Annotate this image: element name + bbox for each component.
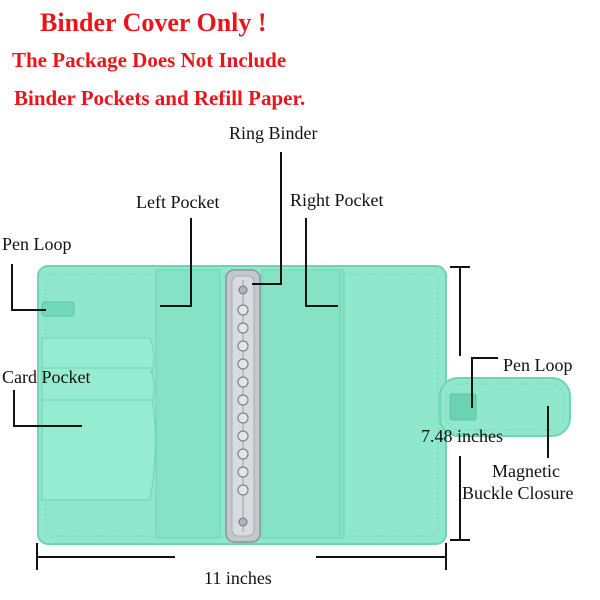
- callout-card-pocket: [13, 390, 82, 427]
- width-dimension: [36, 543, 447, 570]
- label-buckle-closure: Buckle Closure: [462, 483, 574, 503]
- label-card-pocket: Card Pocket: [2, 367, 91, 387]
- label-left-pocket: Left Pocket: [136, 192, 220, 212]
- callout-lines: [11, 152, 549, 458]
- label-ring-binder: Ring Binder: [229, 123, 318, 143]
- height-dimension: [450, 266, 470, 541]
- label-magnetic: Magnetic: [492, 461, 560, 481]
- pen-loop-left-strap: [41, 301, 75, 317]
- callout-pen-loop-right: [471, 357, 498, 408]
- callout-left-pocket: [160, 218, 192, 307]
- card-pockets: [41, 337, 157, 501]
- label-height: 7.48 inches: [421, 426, 503, 446]
- label-pen-loop-left: Pen Loop: [2, 234, 72, 254]
- heading-pockets-refill: Binder Pockets and Refill Paper.: [14, 86, 306, 110]
- left-pocket-panel: [155, 269, 221, 539]
- callout-ring-binder: [252, 152, 282, 285]
- callout-right-pocket: [305, 218, 338, 307]
- right-pocket-panel: [261, 269, 345, 539]
- label-pen-loop-right: Pen Loop: [503, 355, 573, 375]
- heading-binder-cover-only: Binder Cover Only !: [40, 8, 267, 37]
- label-width: 11 inches: [204, 568, 272, 588]
- magnetic-tab: [439, 377, 571, 437]
- heading-package-not-include: The Package Does Not Include: [12, 48, 287, 72]
- ring-binder-mechanism: [225, 269, 261, 543]
- pen-loop-right-strap: [449, 393, 477, 421]
- label-right-pocket: Right Pocket: [290, 190, 384, 210]
- callout-pen-loop-left: [11, 264, 46, 311]
